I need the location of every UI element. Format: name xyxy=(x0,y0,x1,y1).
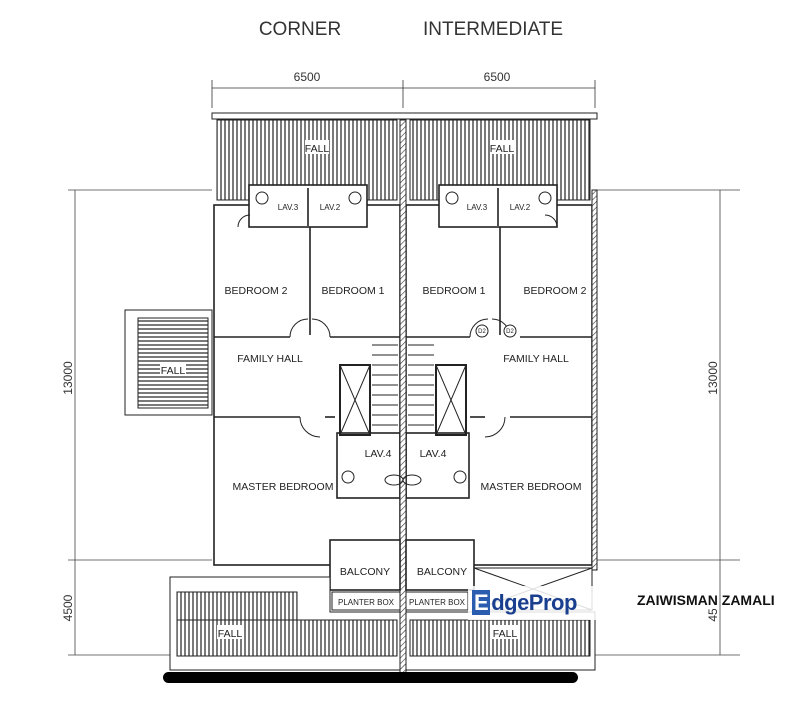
dim-width-corner: 6500 xyxy=(294,70,321,84)
dimension-top xyxy=(211,80,596,108)
label-fall-top-corner: FALL xyxy=(305,143,330,155)
label-bedroom1-corner: BEDROOM 1 xyxy=(321,285,384,297)
label-bedroom2-intermediate: BEDROOM 2 xyxy=(523,285,586,297)
label-lav4-intermediate: LAV.4 xyxy=(420,448,447,460)
side-wall xyxy=(591,189,598,571)
label-balcony-corner: BALCONY xyxy=(340,566,390,578)
staircase xyxy=(339,344,467,436)
label-fall-top-intermediate: FALL xyxy=(490,143,515,155)
label-planter-corner: PLANTER BOX xyxy=(338,598,395,607)
party-wall xyxy=(399,119,407,681)
balconies xyxy=(329,539,475,591)
label-fall-side: FALL xyxy=(161,365,186,377)
author-credit: ZAIWISMAN ZAMALI xyxy=(637,592,775,608)
heading-intermediate: INTERMEDIATE xyxy=(423,19,563,40)
label-master-bedroom-corner: MASTER BEDROOM xyxy=(233,481,334,493)
label-balcony-intermediate: BALCONY xyxy=(417,566,467,578)
door-tag-1: D2 xyxy=(478,329,486,335)
dim-depth-right-main: 13000 xyxy=(706,361,720,395)
dim-depth-left-main: 13000 xyxy=(61,361,75,395)
heading-corner: CORNER xyxy=(259,19,341,40)
dim-width-intermediate: 6500 xyxy=(484,70,511,84)
home-indicator-bar xyxy=(163,672,578,683)
dim-depth-left-front: 4500 xyxy=(61,594,75,621)
fixtures xyxy=(255,191,552,486)
label-fall-bottom-corner: FALL xyxy=(218,628,243,640)
door-tag-2: D2 xyxy=(506,329,514,335)
label-lav2-corner: LAV.2 xyxy=(320,203,341,212)
label-lav2-intermediate: LAV.2 xyxy=(510,203,531,212)
label-lav3-intermediate: LAV.3 xyxy=(467,203,488,212)
label-lav3-corner: LAV.3 xyxy=(278,203,299,212)
reference-lines xyxy=(68,189,740,656)
label-lav4-corner: LAV.4 xyxy=(365,448,392,460)
label-family-hall-corner: FAMILY HALL xyxy=(237,353,303,365)
label-bedroom1-intermediate: BEDROOM 1 xyxy=(422,285,485,297)
label-fall-bottom-intermediate: FALL xyxy=(493,628,518,640)
label-bedroom2-corner: BEDROOM 2 xyxy=(224,285,287,297)
label-master-bedroom-intermediate: MASTER BEDROOM xyxy=(481,481,582,493)
label-family-hall-intermediate: FAMILY HALL xyxy=(503,353,569,365)
label-planter-intermediate: PLANTER BOX xyxy=(409,598,466,607)
dim-depth-right-front: 45 xyxy=(706,608,720,622)
